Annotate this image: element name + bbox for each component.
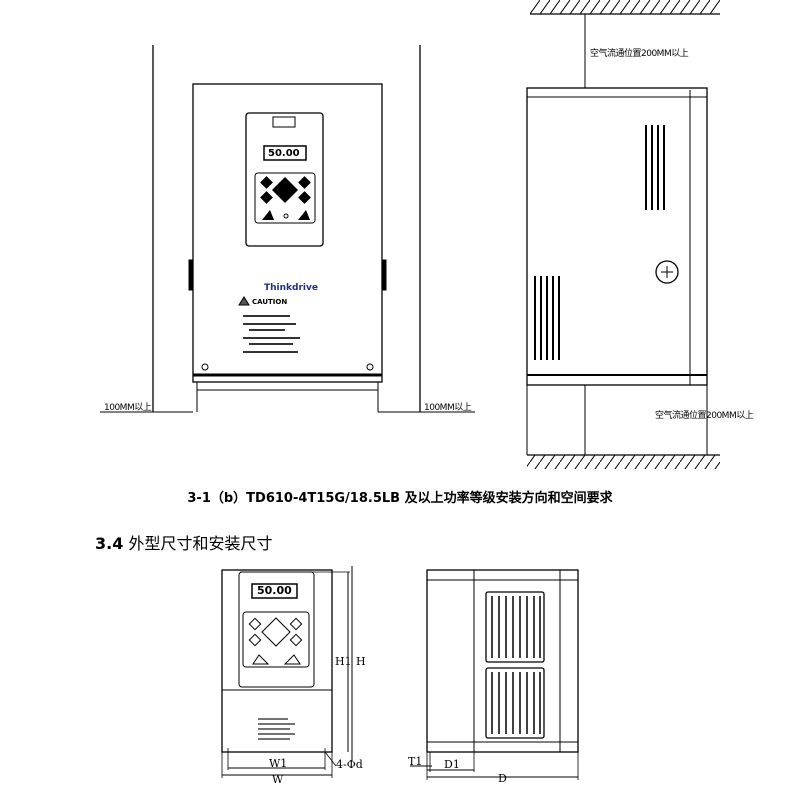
clearance-label-left: 100MM以上 xyxy=(104,403,152,413)
dim-label-t1: T1 xyxy=(408,755,423,768)
keypad-clip xyxy=(272,116,296,128)
ground-terminal-icon xyxy=(655,260,679,284)
drive-body xyxy=(192,83,383,383)
caution-text-lines xyxy=(258,718,295,740)
airflow-label-top: 空气流通位置200MM以上 xyxy=(590,49,689,59)
vent-slats xyxy=(491,596,541,734)
clearance-label-right: 100MM以上 xyxy=(424,403,472,413)
front-view-bottom xyxy=(221,566,353,778)
drive-side-body xyxy=(426,569,579,753)
brand-logo: Thinkdrive xyxy=(264,283,318,293)
dim-label-hole: 4-Φd xyxy=(336,758,363,771)
led-display-value: 50.00 xyxy=(268,148,300,159)
warning-triangle-icon xyxy=(238,296,250,306)
figure-caption: 3-1（b）TD610-4T15G/18.5LB 及以上功率等级安装方向和空间要… xyxy=(187,491,613,506)
drive-body xyxy=(221,569,333,753)
dim-label-d1: D1 xyxy=(444,758,460,771)
side-tab-left xyxy=(188,259,194,291)
screw-icon xyxy=(201,363,209,371)
screw-icon xyxy=(366,363,374,371)
keypad-buttons xyxy=(260,176,311,220)
front-view-top xyxy=(100,45,475,413)
side-view-bottom xyxy=(410,569,579,780)
section-title: 外型尺寸和安装尺寸 xyxy=(128,534,273,553)
airflow-label-bottom: 空气流通位置200MM以上 xyxy=(655,411,754,421)
keypad-area xyxy=(254,172,316,224)
dim-label-h: H xyxy=(356,655,366,668)
led-display-value: 50.00 xyxy=(257,584,292,597)
section-number: 3.4 xyxy=(95,534,124,553)
keypad-led xyxy=(283,213,289,219)
dim-label-d: D xyxy=(498,772,507,785)
led-display xyxy=(263,145,307,161)
vent-grille-upper xyxy=(485,591,545,663)
vent-grille-lower xyxy=(485,667,545,739)
vent-slots-upper xyxy=(645,125,665,210)
keypad-buttons xyxy=(248,617,303,665)
caution-title: CAUTION xyxy=(252,298,288,306)
section-heading: 3.4 外型尺寸和安装尺寸 xyxy=(95,530,272,554)
side-view-top xyxy=(526,0,720,469)
led-display xyxy=(251,583,298,599)
floor-hatch xyxy=(527,455,720,469)
dim-label-w1: W1 xyxy=(269,757,288,770)
drive-side-body xyxy=(526,87,708,386)
ceiling-hatch xyxy=(530,0,720,14)
caution-text-lines xyxy=(243,315,300,353)
dim-label-w: W xyxy=(272,773,284,786)
dim-label-h1: H1 xyxy=(335,655,352,668)
keypad-area xyxy=(242,611,310,668)
vent-slots-lower xyxy=(534,276,560,360)
keypad-panel xyxy=(245,112,324,247)
side-tab-right xyxy=(381,259,387,291)
